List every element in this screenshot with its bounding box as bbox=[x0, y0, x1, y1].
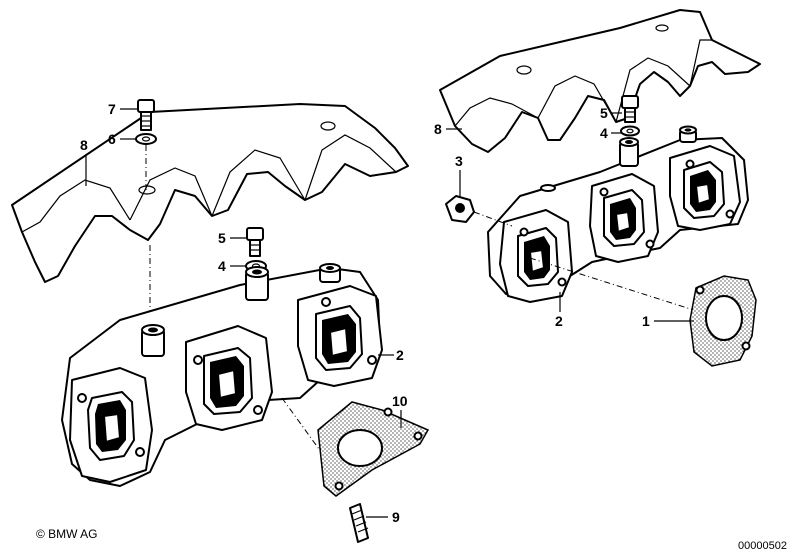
callout-7-left: 7 bbox=[108, 101, 116, 117]
washer-left-top bbox=[135, 133, 157, 145]
stud-left bbox=[349, 503, 369, 543]
callout-3-right: 3 bbox=[455, 153, 463, 169]
washer-right bbox=[620, 125, 640, 137]
callout-9-left: 9 bbox=[392, 509, 400, 525]
callout-1-right: 1 bbox=[642, 313, 650, 329]
nut-right bbox=[445, 195, 475, 223]
callout-2-right: 2 bbox=[555, 313, 563, 329]
bolt-left-mid bbox=[246, 227, 264, 257]
exhaust-manifold-left bbox=[61, 263, 383, 487]
copyright-label: © BMW AG bbox=[36, 527, 98, 541]
exhaust-manifold-right bbox=[487, 125, 749, 303]
callout-8-left: 8 bbox=[80, 137, 88, 153]
callout-5-right: 5 bbox=[600, 105, 608, 121]
callout-10-left: 10 bbox=[392, 393, 408, 409]
gasket-right bbox=[689, 275, 757, 367]
bolt-left-top bbox=[137, 99, 155, 131]
callout-4-left: 4 bbox=[218, 258, 226, 274]
callout-4-right: 4 bbox=[600, 125, 608, 141]
gasket-left bbox=[317, 401, 430, 497]
diagram-id-label: 00000502 bbox=[738, 540, 787, 552]
bolt-right bbox=[621, 95, 639, 123]
heat-shield-left bbox=[11, 103, 409, 283]
callout-2-left: 2 bbox=[396, 347, 404, 363]
callout-5-left: 5 bbox=[218, 230, 226, 246]
heat-shield-right bbox=[439, 9, 761, 153]
callout-6-left: 6 bbox=[108, 131, 116, 147]
callout-8-right: 8 bbox=[434, 121, 442, 137]
